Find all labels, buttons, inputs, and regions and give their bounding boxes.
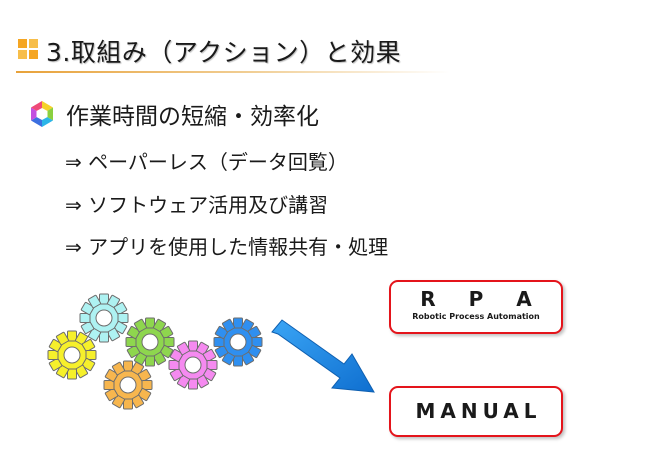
sub-item-paperless: ⇒ ペーパーレス（データ回覧） xyxy=(65,150,348,174)
gear-icon xyxy=(103,360,153,410)
sub-item-software: ⇒ ソフトウェア活用及び講習 xyxy=(65,193,329,217)
gear-icon xyxy=(168,340,218,390)
page-title: 3.取組み（アクション）と効果 xyxy=(46,38,402,67)
gear-icon xyxy=(125,317,175,367)
rpa-box: R P A Robotic Process Automation xyxy=(389,280,563,334)
gears-illustration xyxy=(47,293,263,410)
main-bullet-text: 作業時間の短縮・効率化 xyxy=(66,104,319,130)
gear-icon xyxy=(213,317,263,367)
gear-icon xyxy=(47,330,97,380)
rpa-title: R P A xyxy=(420,287,545,311)
orange-squares-icon xyxy=(18,39,38,59)
title-underline xyxy=(16,71,450,73)
rpa-subtitle: Robotic Process Automation xyxy=(412,312,540,321)
manual-title: MANUAL xyxy=(415,399,542,423)
arrow-icon xyxy=(271,319,375,393)
gear-icon xyxy=(79,293,129,343)
manual-box: MANUAL xyxy=(389,386,563,437)
hexagon-color-icon xyxy=(31,101,53,127)
sub-item-app: ⇒ アプリを使用した情報共有・処理 xyxy=(65,235,389,259)
